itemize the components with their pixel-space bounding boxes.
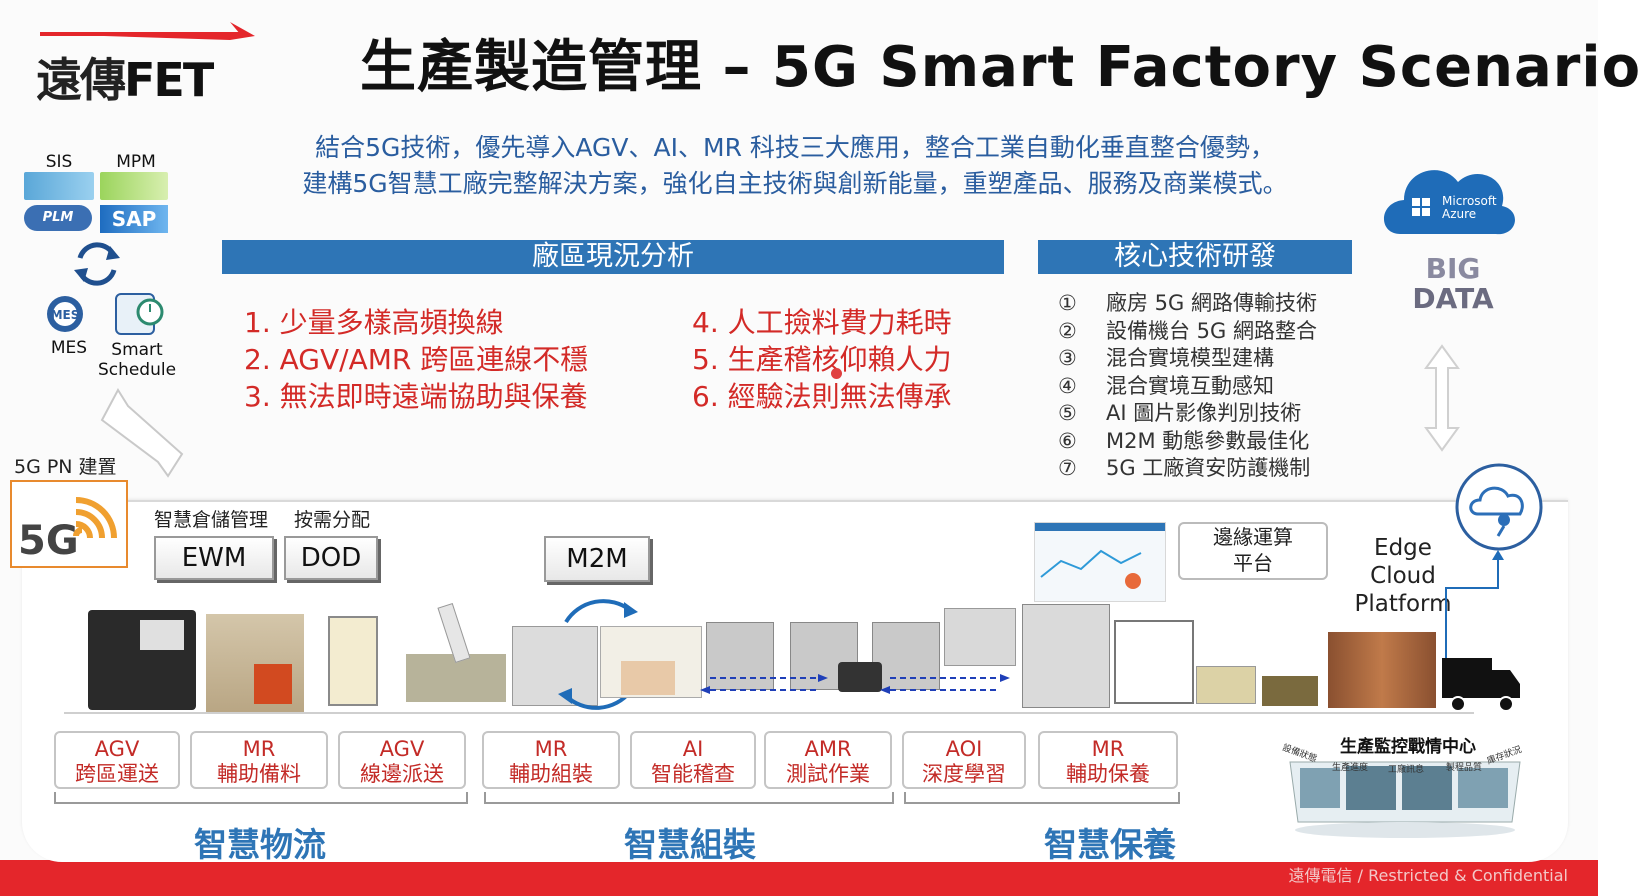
mpm-thumbnail-icon bbox=[100, 172, 168, 200]
issue-item: 3. 無法即時遠端協助與保養 bbox=[244, 380, 588, 413]
signal-waves-icon bbox=[73, 497, 117, 539]
5g-badge: 5G bbox=[10, 480, 128, 568]
core-tech-header: 核心技術研發 bbox=[1038, 240, 1352, 274]
intro-line-2: 建構5G智慧工廠完整解決方案，強化自主技術與創新能量，重塑產品、服務及商業模式。 bbox=[302, 169, 1288, 198]
edge-cloud-label: Edge Cloud Platform bbox=[1354, 535, 1452, 617]
edge-cloud-platform-icon bbox=[1455, 463, 1543, 551]
robot-arm-station-icon bbox=[406, 602, 506, 702]
smart-schedule-label: Smart Schedule bbox=[97, 340, 177, 380]
confidential-label: 遠傳電信 / Restricted & Confidential bbox=[1288, 866, 1568, 885]
material-rack-icon bbox=[328, 616, 378, 706]
dashboard-screenshot-icon bbox=[1034, 522, 1166, 602]
delivery-truck-icon bbox=[1442, 658, 1520, 712]
warehouse-label: 智慧倉儲管理 bbox=[154, 509, 269, 531]
sis-label: SIS bbox=[45, 152, 73, 172]
control-center-room-icon: 設備狀態 生產進度 工廠訊息 製程品質 庫存狀況 bbox=[1280, 743, 1530, 838]
vertical-double-arrow-icon bbox=[1424, 344, 1460, 452]
sap-logo-icon: SAP bbox=[100, 205, 168, 233]
storage-racks-icon bbox=[1328, 632, 1436, 708]
issue-item: 1. 少量多樣高頻換線 bbox=[244, 306, 504, 339]
assembly-machine-icon bbox=[512, 626, 598, 706]
smart-schedule-icon bbox=[115, 293, 164, 335]
logistics-bracket bbox=[54, 792, 468, 804]
analysis-header: 廠區現況分析 bbox=[222, 240, 1004, 274]
ewm-button[interactable]: EWM bbox=[154, 536, 274, 580]
mes-label: MES bbox=[50, 338, 88, 358]
welder-machine-icon bbox=[88, 610, 196, 710]
svg-text:MES: MES bbox=[51, 308, 80, 322]
m2m-button[interactable]: M2M bbox=[544, 536, 650, 582]
mpm-label: MPM bbox=[116, 152, 156, 172]
aoi-cabinet-icon bbox=[1022, 604, 1110, 708]
issue-item: 2. AGV/AMR 跨區連線不穩 bbox=[244, 343, 589, 376]
sync-cycle-icon bbox=[74, 242, 120, 286]
warehouse-boxes-icon bbox=[206, 614, 304, 712]
logo-chinese: 遠傳 bbox=[36, 53, 126, 107]
slide: 遠傳電信 / Restricted & Confidential 遠傳FET 生… bbox=[0, 18, 1641, 896]
page-title: 生產製造管理 – 5G Smart Factory Scenario bbox=[360, 35, 1641, 100]
conveyor-icon bbox=[1196, 666, 1256, 704]
edge-computing-box: 邊緣運算 平台 bbox=[1178, 522, 1328, 580]
amr-robot-icon bbox=[838, 662, 882, 692]
logo-brand: FET bbox=[124, 53, 214, 107]
svg-text:Azure: Azure bbox=[1442, 207, 1476, 221]
assembly-bracket bbox=[484, 792, 894, 804]
inspection-machine-icon bbox=[944, 608, 1016, 666]
issue-item: 4. 人工撿料費力耗時 bbox=[692, 306, 952, 339]
monitoring-bench-icon bbox=[1114, 620, 1194, 704]
issues-right: 4. 人工撿料費力耗時 5. 生產稽核仰賴人力 6. 經驗法則無法傳承 bbox=[692, 304, 952, 415]
category-logistics: 智慧物流 bbox=[194, 825, 326, 864]
control-center-title: 生產監控戰情中心 bbox=[1340, 737, 1476, 757]
logo-text: 遠傳FET bbox=[36, 44, 214, 110]
big-data-icon: BIG DATA bbox=[1412, 252, 1494, 315]
svg-text:Microsoft: Microsoft bbox=[1442, 194, 1497, 208]
category-maintenance: 智慧保養 bbox=[1044, 825, 1176, 864]
logo-arrow-icon bbox=[40, 22, 255, 40]
sis-thumbnail-icon bbox=[24, 172, 94, 200]
pallet-icon bbox=[1262, 676, 1318, 706]
issues-left: 1. 少量多樣高頻換線 2. AGV/AMR 跨區連線不穩 3. 無法即時遠端協… bbox=[244, 304, 588, 415]
fet-logo bbox=[40, 18, 260, 44]
category-assembly: 智慧組裝 bbox=[624, 825, 756, 864]
dod-button[interactable]: DOD bbox=[284, 536, 378, 580]
plm-logo-icon: PLM bbox=[24, 205, 92, 231]
pointer-dot bbox=[831, 368, 842, 379]
uplink-arrow-icon bbox=[1445, 550, 1504, 664]
issue-item: 6. 經驗法則無法傳承 bbox=[692, 380, 952, 413]
maintenance-bracket bbox=[904, 792, 1180, 804]
intro-text: 結合5G技術，優先導入AGV、AI、MR 科技三大應用，整合工業自動化垂直整合優… bbox=[230, 130, 1360, 202]
workbench-icon bbox=[600, 626, 702, 698]
footer-band: 遠傳電信 / Restricted & Confidential bbox=[0, 860, 1598, 896]
mes-gear-icon: MES bbox=[47, 296, 83, 332]
amr-path-arrows-icon bbox=[700, 674, 1010, 694]
issue-item: 5. 生產稽核仰賴人力 bbox=[692, 343, 952, 376]
on-demand-label: 按需分配 bbox=[294, 509, 371, 531]
bidirectional-arrow-icon bbox=[100, 388, 184, 478]
equipment-strip bbox=[60, 596, 1520, 716]
intro-line-1: 結合5G技術，優先導入AGV、AI、MR 科技三大應用，整合工業自動化垂直整合優… bbox=[315, 133, 1275, 162]
floor-line bbox=[64, 712, 1474, 714]
azure-cloud-icon: Microsoft Azure bbox=[1383, 170, 1515, 235]
5g-pn-label: 5G PN 建置 bbox=[14, 456, 117, 478]
